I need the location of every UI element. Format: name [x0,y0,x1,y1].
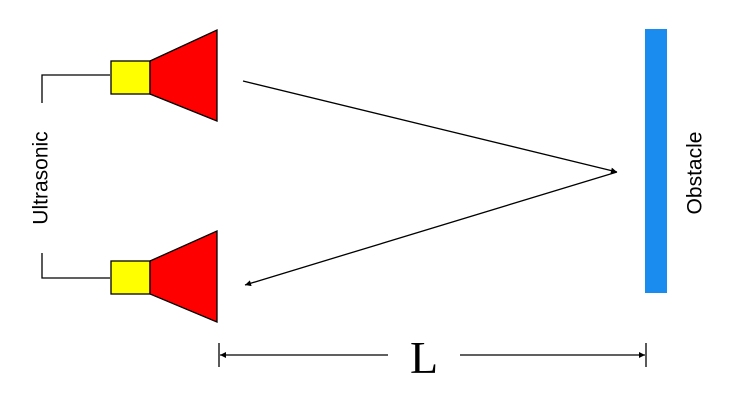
transmitter [110,28,218,122]
receiver-body [110,260,151,295]
reflected-wave-arrow [244,171,618,287]
transmitter-body [110,60,151,95]
obstacle-label: Obstacle [684,132,707,215]
receiver [110,229,218,323]
receiver-horn-icon [149,229,218,323]
sensor-bracket-lower [41,253,110,279]
ultrasonic-label: Ultrasonic [30,131,53,224]
distance-label: L [410,332,438,383]
obstacle-bar [645,29,667,293]
emitted-wave-arrow [242,80,618,174]
sensor-bracket [41,74,110,103]
transmitter-horn-icon [149,28,218,122]
